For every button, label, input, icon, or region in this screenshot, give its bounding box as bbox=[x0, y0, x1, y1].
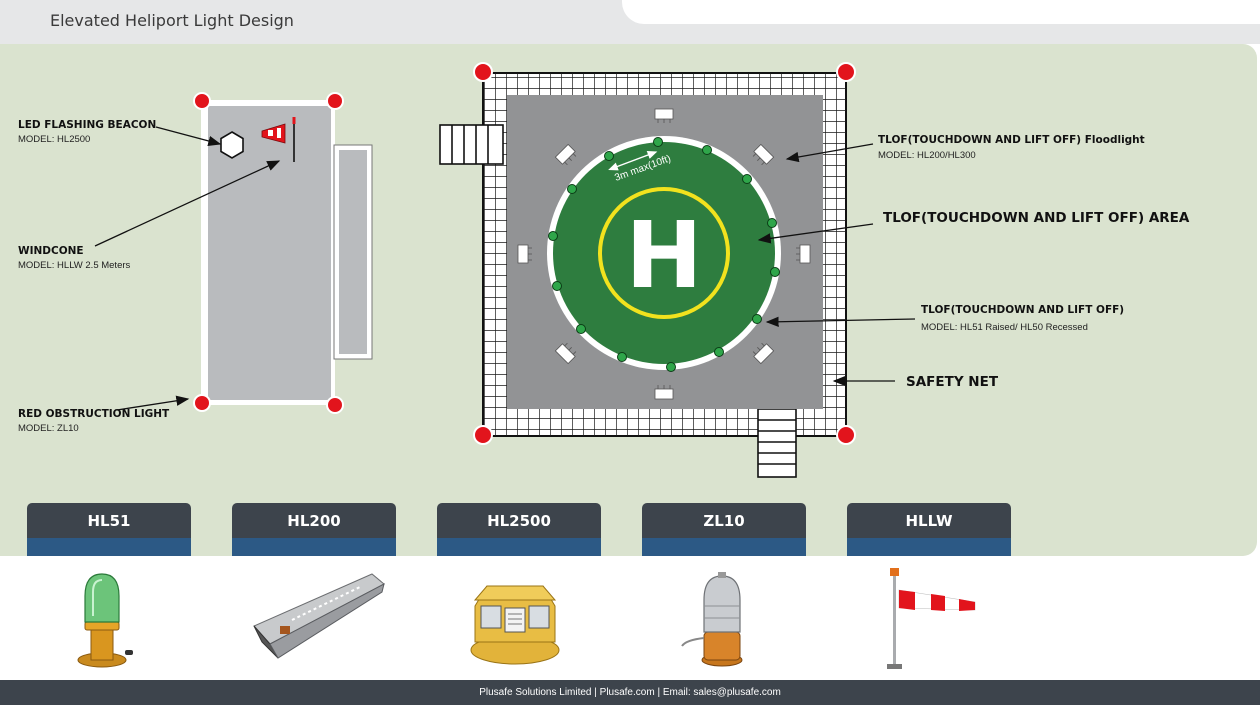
tlof-area-label: TLOF(TOUCHDOWN AND LIFT OFF) AREA bbox=[883, 210, 1190, 226]
tab-hl51[interactable]: HL51 bbox=[27, 503, 191, 556]
tlof-light-model: MODEL: HL51 Raised/ HL50 Recessed bbox=[921, 322, 1088, 333]
access-ladder-bottom bbox=[757, 408, 797, 478]
windcone-model: MODEL: HLLW 2.5 Meters bbox=[18, 260, 131, 271]
safety-net-label: SAFETY NET bbox=[906, 374, 999, 390]
touchdown-marker-ring bbox=[598, 187, 730, 319]
windcone-label: WINDCONE bbox=[18, 245, 84, 257]
dimension-arrow bbox=[608, 151, 658, 171]
tab-label: HL51 bbox=[27, 503, 191, 538]
hl200-light-image[interactable] bbox=[232, 556, 396, 680]
top-bar-tab bbox=[622, 0, 1260, 24]
tab-label: ZL10 bbox=[642, 503, 806, 538]
floodlight-icon bbox=[752, 342, 775, 365]
hllw-windcone-image[interactable] bbox=[847, 556, 1011, 680]
top-bar: Elevated Heliport Light Design bbox=[0, 0, 1260, 44]
floodlight-icon bbox=[654, 385, 674, 400]
beacon-label: LED FLASHING BEACON bbox=[18, 119, 156, 131]
tab-hl200[interactable]: HL200 bbox=[232, 503, 396, 556]
beacon-model: MODEL: HL2500 bbox=[18, 134, 90, 145]
floodlight-icon bbox=[517, 244, 532, 264]
floodlight-icon bbox=[752, 143, 775, 166]
tab-zl10[interactable]: ZL10 bbox=[642, 503, 806, 556]
footer-bar: Plusafe Solutions Limited | Plusafe.com … bbox=[0, 680, 1260, 705]
hl2500-beacon-image[interactable] bbox=[437, 556, 601, 680]
windcone-icon bbox=[261, 117, 296, 162]
obstruction-label: RED OBSTRUCTION LIGHT bbox=[18, 408, 170, 420]
floodlight-icon bbox=[796, 244, 811, 264]
tab-label: HL2500 bbox=[437, 503, 601, 538]
tlof-perimeter-lights bbox=[548, 137, 780, 372]
helipad-obstruction-lights bbox=[473, 62, 856, 445]
hl51-light-image[interactable] bbox=[27, 556, 191, 680]
leader-arrows bbox=[94, 126, 916, 411]
product-images bbox=[0, 556, 1260, 680]
tab-hl2500[interactable]: HL2500 bbox=[437, 503, 601, 556]
tlof-area bbox=[553, 142, 775, 364]
building-annex-roof bbox=[339, 150, 367, 354]
access-ladder-left bbox=[439, 124, 504, 165]
tab-underbar bbox=[847, 538, 1011, 556]
floodlight-icon bbox=[654, 108, 674, 123]
tlof-light-label: TLOF(TOUCHDOWN AND LIFT OFF) bbox=[921, 304, 1124, 316]
heliport-diagram: H 3m max(10ft) bbox=[18, 62, 1190, 478]
tab-label: HLLW bbox=[847, 503, 1011, 538]
obstruction-model: MODEL: ZL10 bbox=[18, 423, 79, 434]
tab-underbar bbox=[437, 538, 601, 556]
tab-underbar bbox=[642, 538, 806, 556]
building-obstruction-lights bbox=[193, 92, 344, 414]
tab-underbar bbox=[232, 538, 396, 556]
tab-hllw[interactable]: HLLW bbox=[847, 503, 1011, 556]
tab-underbar bbox=[27, 538, 191, 556]
floodlight-model: MODEL: HL200/HL300 bbox=[878, 150, 976, 161]
tab-label: HL200 bbox=[232, 503, 396, 538]
pad-letter-h: H bbox=[626, 202, 703, 309]
footer-text: Plusafe Solutions Limited | Plusafe.com … bbox=[479, 687, 781, 698]
floodlight-icon bbox=[554, 342, 577, 365]
floodlight-label: TLOF(TOUCHDOWN AND LIFT OFF) Floodlight bbox=[878, 134, 1145, 146]
tlof-floodlights bbox=[517, 108, 811, 400]
page-title: Elevated Heliport Light Design bbox=[50, 11, 294, 30]
floodlight-icon bbox=[554, 143, 577, 166]
zl10-light-image[interactable] bbox=[642, 556, 806, 680]
flashing-beacon-icon bbox=[220, 131, 244, 159]
